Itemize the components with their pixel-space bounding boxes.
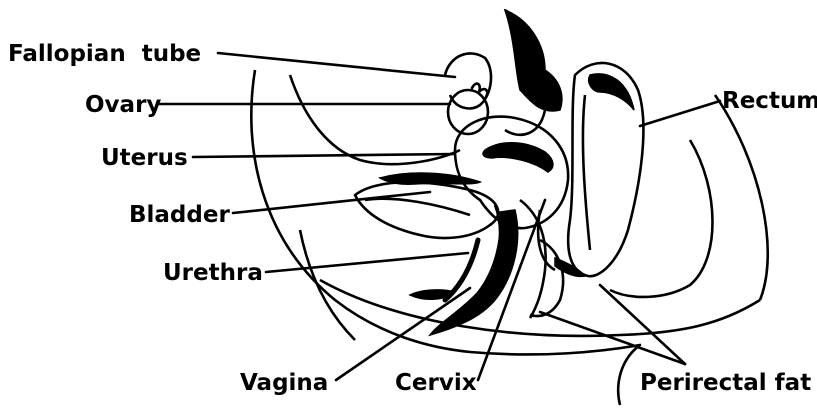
ovary-shape [448,90,488,134]
sacrum-curve [610,140,713,297]
label-rectum: Rectum [722,88,817,114]
pelvic-wall-right [715,95,768,300]
label-perirectal-fat: Perirectal fat [640,370,811,396]
label-cervix: Cervix [395,370,477,396]
rectum-inner [583,95,590,250]
leader-uterus [193,154,455,157]
peritoneum-upper [290,75,460,164]
pelvic-floor [320,280,760,336]
bladder-shape [355,182,498,238]
leader-perirectal-fat-2 [540,312,685,364]
rectal-lumen [589,74,634,110]
rectum-shape [568,63,643,276]
vaginal-canal [430,210,518,335]
leader-urethra [266,253,468,272]
bladder-shading [380,173,480,184]
leader-vagina [336,288,470,380]
lower-contour [470,345,640,405]
label-urethra: Urethra [163,260,263,286]
label-vagina: Vagina [240,370,328,396]
label-ovary: Ovary [85,92,161,118]
bladder-inner [365,199,470,215]
label-fallopian-tube: Fallopian tube [8,41,201,67]
label-uterus: Uterus [101,145,188,171]
anorectal-junction [555,258,585,276]
leader-rectum [640,101,720,126]
labels: Fallopian tube Ovary Uterus Bladder Uret… [8,41,817,396]
label-bladder: Bladder [129,202,230,228]
uterine-cavity [483,143,553,172]
anatomy-drawing [251,10,767,405]
shaded-peritoneum [505,10,562,111]
